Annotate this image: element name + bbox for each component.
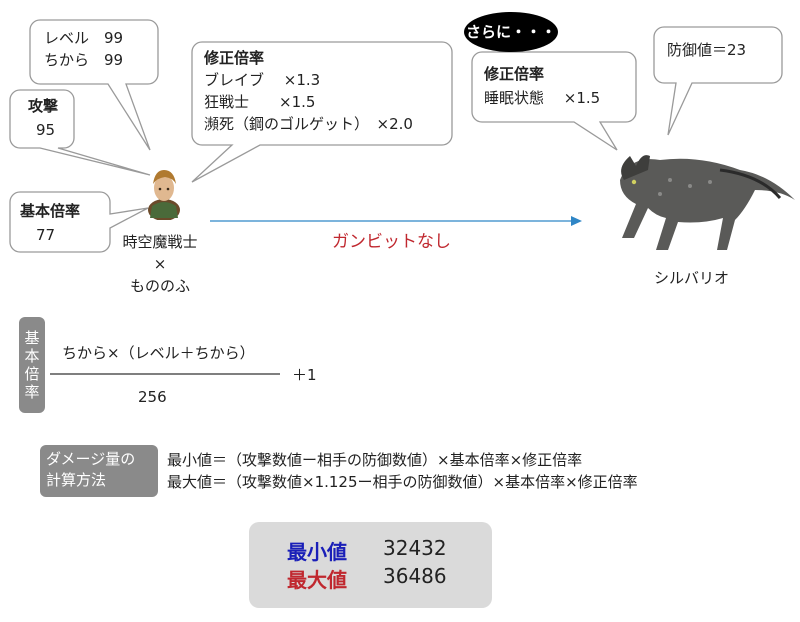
base-multiplier-tab: 基 本 倍 率 [19, 317, 45, 413]
min-value: 32432 [383, 536, 447, 560]
modifier-line: 狂戦士 ×1.5 [204, 93, 316, 111]
target-name: シルバリオ [654, 269, 730, 287]
max-formula: 最大値＝（攻撃数値×1.125ー相手の防御数値）×基本倍率×修正倍率 [167, 473, 638, 491]
attacker-name: 時空魔戦士 [122, 233, 198, 251]
min-label: 最小値 [287, 540, 347, 564]
arrow-head [571, 216, 582, 226]
modifier-line: 瀕死（鋼のゴルゲット） ×2.0 [204, 115, 413, 133]
modifier2-line: 睡眠状態 ×1.5 [484, 89, 601, 107]
attacker-job: もののふ [129, 277, 190, 295]
modifier2-title: 修正倍率 [484, 65, 545, 83]
damage-method-tab: ダメージ量の 計算方法 [40, 445, 158, 497]
tab-char: 率 [24, 383, 40, 401]
damage-tab-line: 計算方法 [46, 471, 107, 489]
bubble-attack [9, 89, 151, 176]
monster-image [600, 140, 800, 250]
formula-plus-one: ＋1 [292, 366, 317, 384]
attack-title: 攻撃 [28, 97, 59, 115]
tab-char: 倍 [24, 365, 40, 383]
bubble-modifier [191, 41, 453, 183]
min-formula: 最小値＝（攻撃数値ー相手の防御数値）×基本倍率×修正倍率 [167, 451, 583, 469]
max-value: 36486 [383, 564, 447, 588]
base-multiplier-value: 77 [36, 226, 56, 244]
max-label: 最大値 [287, 568, 347, 592]
damage-tab-line: ダメージ量の [46, 450, 136, 468]
arrow-label: ガンビットなし [332, 232, 451, 252]
bubble-defense [653, 26, 783, 136]
result-box: 最小値 32432 最大値 36486 [249, 522, 492, 608]
modifier-title: 修正倍率 [204, 49, 265, 67]
bubble-modifier2 [471, 51, 637, 151]
base-multiplier-title: 基本倍率 [20, 202, 81, 220]
bubble-level-strength [29, 19, 159, 151]
defense-text: 防御値＝23 [667, 41, 747, 59]
formula-denominator: 256 [138, 388, 167, 406]
attacker-times: × [153, 255, 167, 273]
attack-value: 95 [36, 121, 56, 139]
formula-numerator: ちから×（レベル＋ちから） [62, 344, 255, 362]
further-badge: さらに・・・ [464, 12, 558, 52]
attacker-portrait [146, 166, 182, 221]
modifier-line: ブレイブ ×1.3 [204, 71, 321, 89]
bubble-base-multiplier [9, 191, 149, 253]
level-text: レベル 99 [44, 29, 124, 47]
tab-char: 基 [24, 329, 40, 347]
tab-char: 本 [24, 347, 40, 365]
strength-text: ちから 99 [44, 51, 124, 69]
